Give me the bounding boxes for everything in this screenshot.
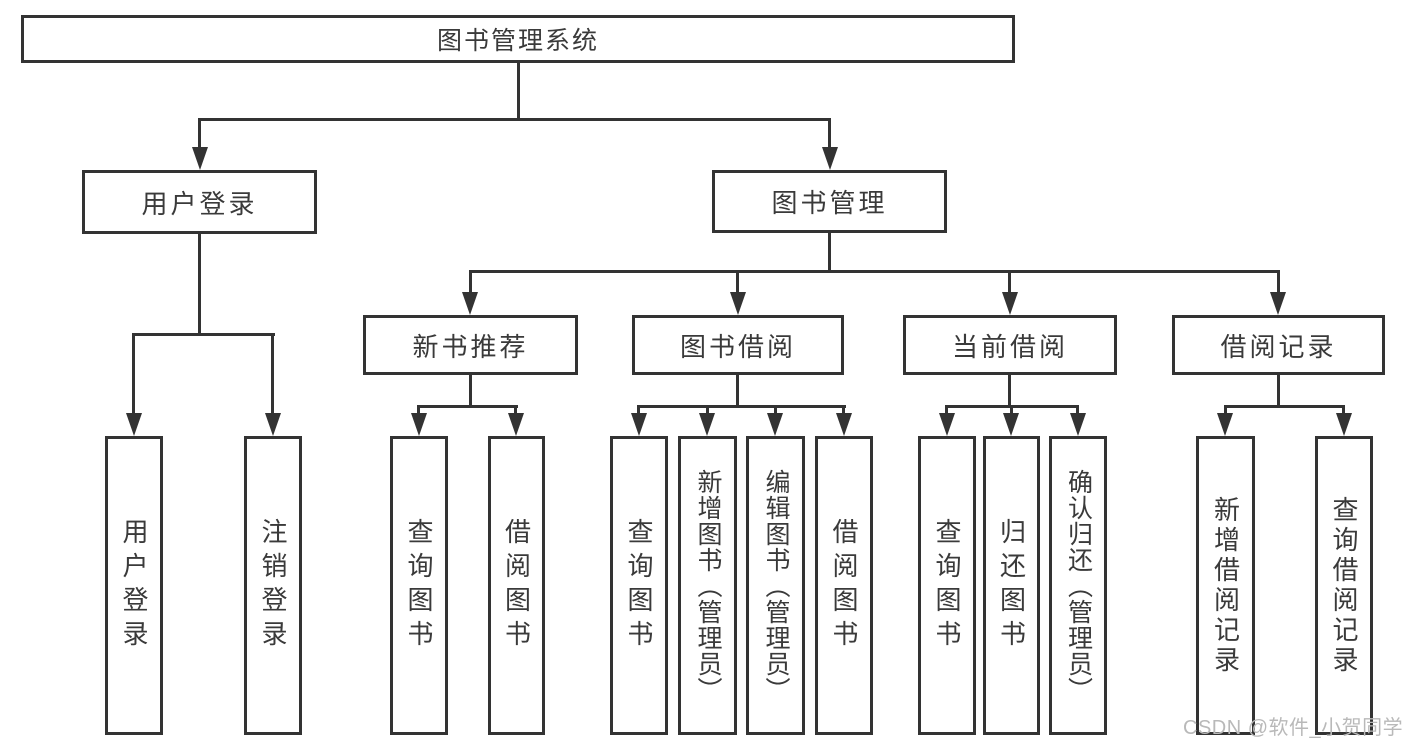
node-current-borrow-label: 当前借阅 (951, 331, 1068, 362)
leaf-logout-label: 注销登录 (258, 517, 288, 654)
connector-line (198, 118, 201, 150)
node-user-login: 用户登录 (82, 170, 317, 234)
connector-line (1076, 405, 1079, 416)
connector-line (198, 118, 831, 121)
connector-line (1224, 405, 1345, 408)
connector-line (417, 405, 420, 416)
connector-line (198, 234, 201, 336)
leaf-bb-add-book-label: 新增图书（管理员） (694, 468, 722, 703)
connector-line (132, 333, 135, 415)
connector-arrow (411, 413, 427, 436)
leaf-bb-borrow-book: 借阅图书 (815, 436, 873, 735)
connector-line (469, 375, 472, 408)
connector-arrow (1003, 413, 1019, 436)
connector-line (1277, 270, 1280, 293)
node-borrow-records: 借阅记录 (1172, 315, 1385, 375)
leaf-bb-query-book-label: 查询图书 (624, 517, 654, 654)
connector-line (1008, 375, 1011, 408)
connector-line (842, 405, 845, 416)
leaf-user-login: 用户登录 (105, 436, 163, 735)
connector-arrow (822, 147, 838, 170)
connector-line (517, 63, 520, 120)
leaf-nb-query-book-label: 查询图书 (404, 517, 434, 654)
connector-line (637, 405, 846, 408)
leaf-cb-return-book-label: 归还图书 (996, 517, 1027, 654)
connector-line (1224, 405, 1227, 416)
node-book-borrow: 图书借阅 (632, 315, 844, 375)
connector-line (132, 333, 275, 336)
node-borrow-records-label: 借阅记录 (1220, 331, 1337, 362)
connector-line (828, 233, 831, 273)
leaf-user-login-label: 用户登录 (119, 517, 149, 654)
leaf-nb-borrow-book-label: 借阅图书 (501, 517, 532, 654)
connector-arrow (1217, 413, 1233, 436)
connector-arrow (730, 292, 746, 315)
connector-line (271, 333, 274, 415)
connector-arrow (508, 413, 524, 436)
leaf-br-add-record-label: 新增借阅记录 (1210, 495, 1241, 676)
connector-line (514, 405, 517, 416)
leaf-bb-query-book: 查询图书 (610, 436, 668, 735)
connector-arrow (767, 413, 783, 436)
leaf-bb-edit-book: 编辑图书（管理员） (746, 436, 805, 735)
connector-arrow (462, 292, 478, 315)
leaf-bb-borrow-book-label: 借阅图书 (829, 517, 859, 654)
leaf-cb-confirm-return: 确认归还（管理员） (1049, 436, 1107, 735)
connector-arrow (1070, 413, 1086, 436)
leaf-br-query-record: 查询借阅记录 (1315, 436, 1373, 735)
connector-line (774, 405, 777, 416)
connector-line (637, 405, 640, 416)
connector-line (736, 270, 739, 293)
node-current-borrow: 当前借阅 (903, 315, 1117, 375)
connector-arrow (265, 413, 281, 436)
csdn-watermark: CSDN @软件_小贺同学 (1183, 717, 1404, 739)
connector-arrow (192, 147, 208, 170)
leaf-bb-edit-book-label: 编辑图书（管理员） (762, 468, 790, 703)
leaf-nb-query-book: 查询图书 (390, 436, 448, 735)
connector-line (1008, 270, 1011, 293)
leaf-bb-add-book: 新增图书（管理员） (678, 436, 737, 735)
node-book-management-label: 图书管理 (771, 188, 888, 218)
connector-line (469, 270, 1280, 273)
connector-line (469, 270, 472, 293)
connector-line (1010, 405, 1013, 416)
connector-arrow (1002, 292, 1018, 315)
connector-line (736, 375, 739, 408)
node-root: 图书管理系统 (21, 15, 1015, 63)
connector-line (706, 405, 709, 416)
connector-arrow (836, 413, 852, 436)
node-new-book-recommend: 新书推荐 (363, 315, 578, 375)
node-book-borrow-label: 图书借阅 (679, 331, 796, 362)
node-book-management: 图书管理 (712, 170, 947, 233)
connector-line (1342, 405, 1345, 416)
leaf-logout: 注销登录 (244, 436, 302, 735)
connector-arrow (699, 413, 715, 436)
connector-line (1277, 375, 1280, 408)
connector-arrow (939, 413, 955, 436)
leaf-br-add-record: 新增借阅记录 (1196, 436, 1255, 735)
connector-line (417, 405, 518, 408)
leaf-cb-confirm-return-label: 确认归还（管理员） (1064, 468, 1093, 703)
connector-line (945, 405, 948, 416)
connector-arrow (1270, 292, 1286, 315)
connector-line (828, 118, 831, 150)
connector-arrow (631, 413, 647, 436)
node-root-label: 图书管理系统 (436, 27, 599, 55)
node-new-book-recommend-label: 新书推荐 (412, 331, 529, 362)
node-user-login-label: 用户登录 (141, 188, 258, 219)
leaf-cb-query-book: 查询图书 (918, 436, 976, 735)
leaf-cb-return-book: 归还图书 (983, 436, 1040, 735)
connector-arrow (1336, 413, 1352, 436)
leaf-nb-borrow-book: 借阅图书 (488, 436, 545, 735)
leaf-br-query-record-label: 查询借阅记录 (1329, 495, 1359, 676)
leaf-cb-query-book-label: 查询图书 (932, 517, 962, 654)
connector-arrow (126, 413, 142, 436)
